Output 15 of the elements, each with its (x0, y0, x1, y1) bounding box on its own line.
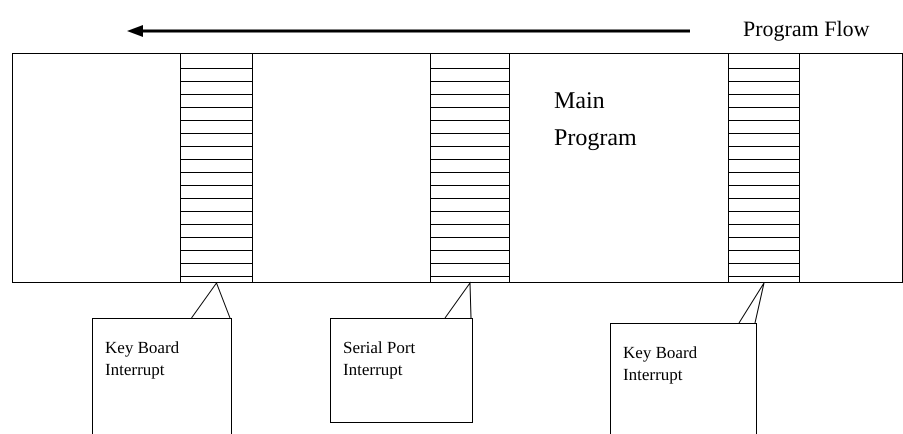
callout-text: Serial Port Interrupt (343, 337, 416, 381)
callout-text: Key Board Interrupt (623, 342, 698, 386)
interrupt-segment (728, 53, 800, 283)
callout-box (92, 318, 232, 434)
band-label: Main Program (554, 87, 638, 153)
callout-box (330, 318, 473, 423)
callout-pointer (444, 282, 472, 318)
program-band (12, 53, 903, 283)
interrupt-segment (180, 53, 253, 283)
callout-text: Key Board Interrupt (105, 337, 180, 381)
callout-pointer (191, 282, 230, 318)
callout-pointer (738, 282, 764, 324)
interrupt-segment (430, 53, 510, 283)
flow-label: Program Flow (743, 16, 870, 42)
callout-box (610, 323, 757, 434)
